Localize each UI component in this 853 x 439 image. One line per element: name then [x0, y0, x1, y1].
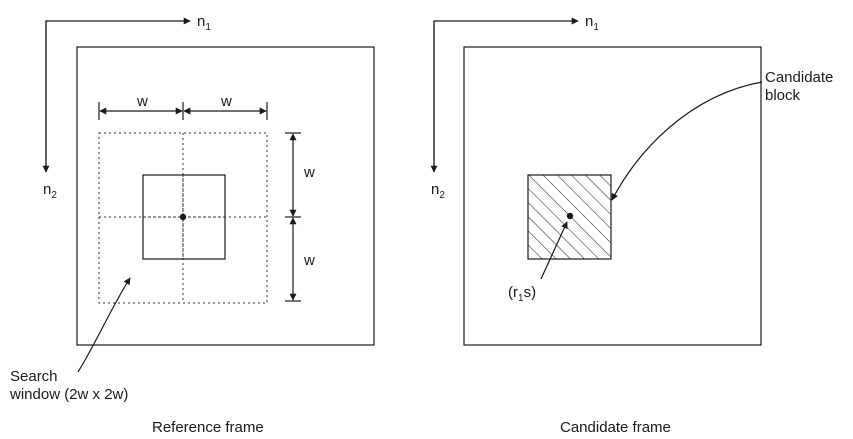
reference-frame-panel: n1 n2 w w w w Search window (2w x 2w) — [9, 13, 375, 436]
cand-axis-n1-label: n1 — [585, 13, 599, 33]
point-label: (r1s) — [508, 284, 536, 304]
point-pointer-arrow — [540, 221, 568, 280]
reference-center-point — [179, 213, 187, 221]
dim-label-top-right: w — [220, 93, 232, 110]
candidate-frame-panel: n1 n2 Candidate block (r1s) Candidate fr… — [430, 13, 833, 436]
reference-frame-caption: Reference frame — [152, 419, 264, 436]
candidate-frame-border — [463, 46, 762, 346]
search-window-pointer-arrow — [77, 277, 131, 373]
dim-label-right-lower: w — [303, 252, 315, 269]
search-window-outline — [98, 132, 268, 304]
dim-label-right-upper: w — [303, 164, 315, 181]
ref-axis-n1-arrow — [45, 17, 191, 172]
reference-frame-border — [76, 46, 375, 346]
ref-axis-n1-label: n1 — [197, 13, 211, 33]
dim-label-top-left: w — [136, 93, 148, 110]
candidate-block-pointer-arrow — [611, 81, 763, 201]
cand-axis-n1-arrow — [433, 17, 579, 172]
search-window-label-line2: window (2w x 2w) — [9, 386, 128, 403]
ref-axis-n2-label: n2 — [43, 181, 57, 201]
candidate-block-label-line2: block — [765, 87, 801, 104]
candidate-point — [566, 212, 574, 220]
candidate-block-label-line1: Candidate — [765, 69, 833, 86]
cand-axis-n2-label: n2 — [431, 181, 445, 201]
candidate-frame-caption: Candidate frame — [560, 419, 671, 436]
search-window-label-line1: Search — [10, 368, 58, 385]
